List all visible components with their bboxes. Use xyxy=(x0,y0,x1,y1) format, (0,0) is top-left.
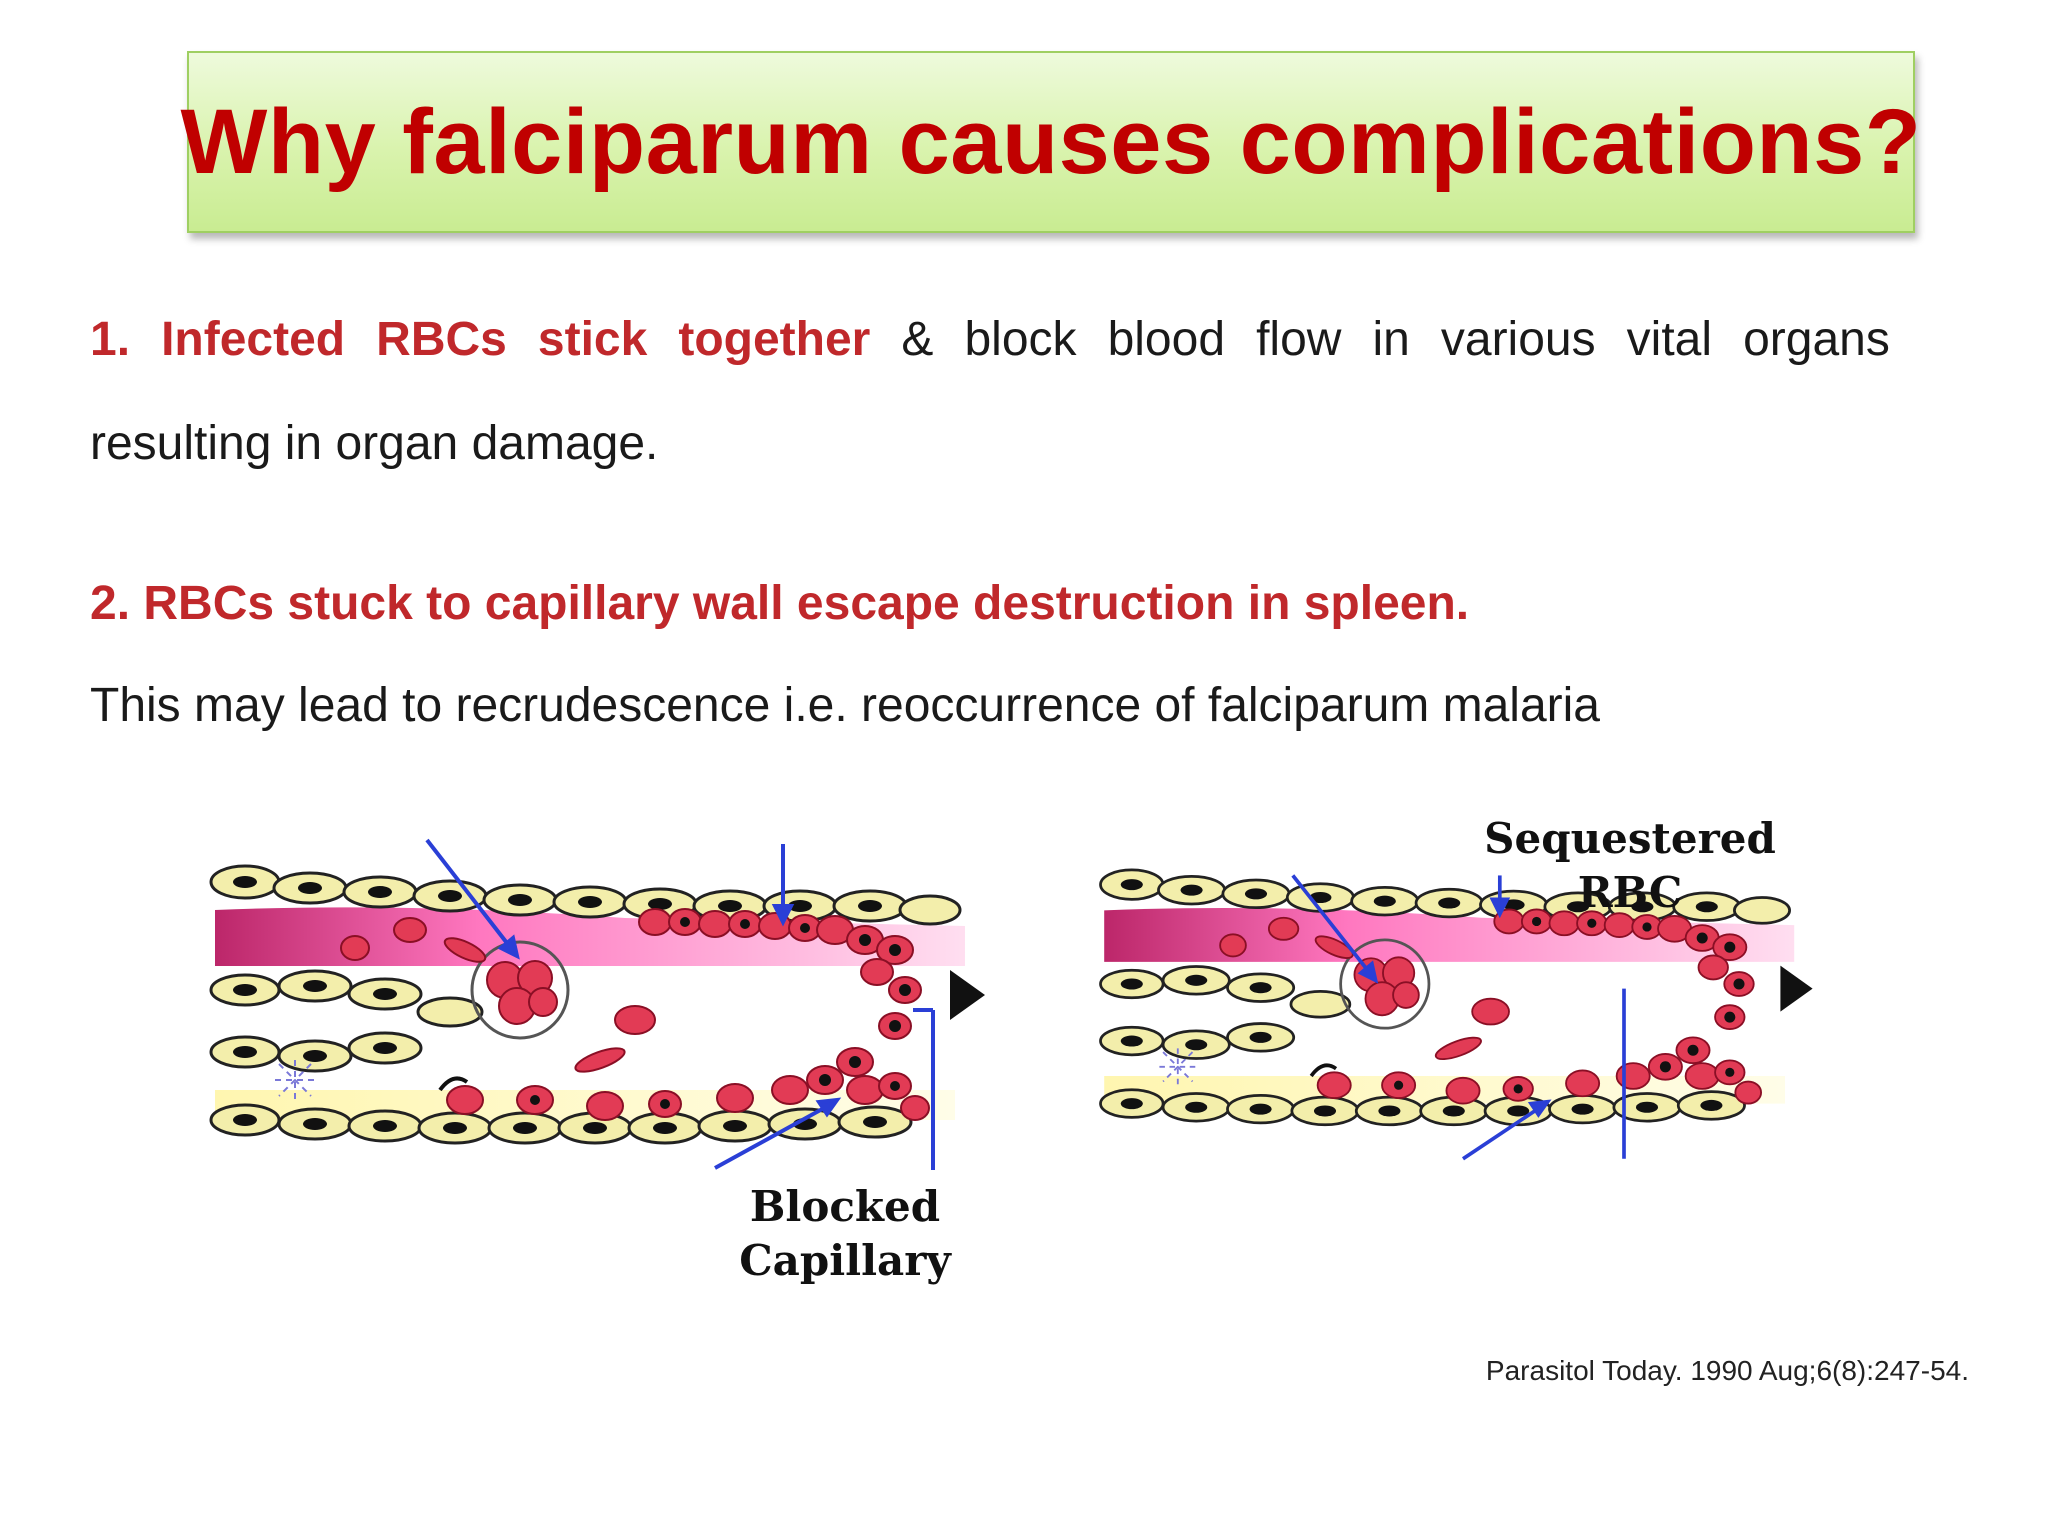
label-line: Blocked xyxy=(749,1182,941,1231)
point1-word: stick xyxy=(537,313,648,366)
point1-word: & xyxy=(901,313,934,366)
citation: Parasitol Today. 1990 Aug;6(8):247-54. xyxy=(1485,1355,1969,1386)
point1-word: organs xyxy=(1743,313,1890,366)
title-box: Why falciparum causes complications? xyxy=(181,51,1921,233)
point1-line2: resulting in organ damage. xyxy=(90,417,659,470)
point1-word: in xyxy=(1372,313,1410,366)
point1-word: together xyxy=(678,313,871,366)
point1-word: RBCs xyxy=(376,313,507,366)
label-sequestered-rbc: Sequestered RBC xyxy=(1470,812,1790,920)
point1-word: block xyxy=(964,313,1077,366)
point2-text: This may lead to recrudescence i.e. reoc… xyxy=(90,679,1600,732)
capillary-diagram: Blocked Capillary Sequestered RBC xyxy=(0,790,2048,1350)
point2-heading: 2. RBCs stuck to capillary wall escape d… xyxy=(90,577,1470,630)
point1-line1: 1. Infected RBCs stick together & block … xyxy=(90,312,1890,367)
label-line: RBC xyxy=(1577,868,1683,917)
vessel-left xyxy=(209,838,987,1170)
point1-word: blood xyxy=(1107,313,1226,366)
point1-word: various xyxy=(1440,313,1596,366)
label-line: Capillary xyxy=(739,1236,951,1285)
point1-word: Infected xyxy=(161,313,346,366)
label-blocked-capillary: Blocked Capillary xyxy=(720,1180,970,1288)
label-line: Sequestered xyxy=(1484,814,1776,863)
point1-word: vital xyxy=(1626,313,1713,366)
capillary-illustration xyxy=(209,838,1815,1170)
vessel-right xyxy=(1098,868,1815,1161)
slide-title: Why falciparum causes complications? xyxy=(180,90,1922,193)
point1-word: flow xyxy=(1256,313,1342,366)
point1-word: 1. xyxy=(90,313,131,366)
